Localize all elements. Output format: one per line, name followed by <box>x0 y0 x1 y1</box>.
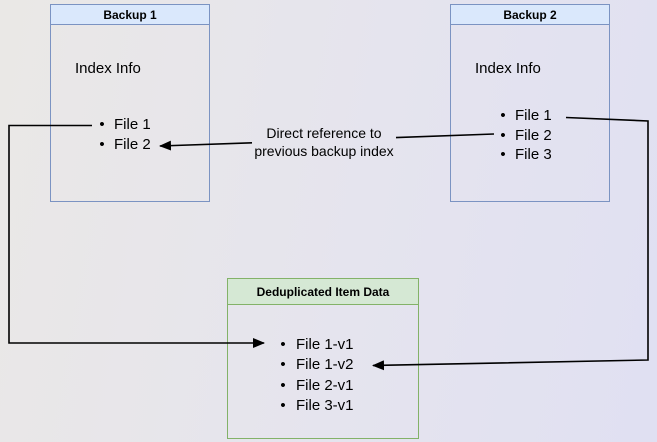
dedup-file3v1-label: File 3-v1 <box>296 396 354 414</box>
dedup-file2v1-label: File 2-v1 <box>296 376 354 394</box>
list-item: • File 1-v1 <box>228 335 418 355</box>
direct-reference-annotation: Direct reference to previous backup inde… <box>214 124 434 160</box>
bullet-icon: • <box>280 376 286 394</box>
list-item: • File 1 <box>451 106 609 126</box>
list-item: • File 2 <box>51 135 209 155</box>
list-item: • File 1 <box>51 115 209 135</box>
backup1-file2-label: File 2 <box>114 136 151 153</box>
backup1-index-info-label: Index Info <box>75 60 141 77</box>
bullet-icon: • <box>500 146 506 163</box>
annotation-line2: previous backup index <box>254 143 394 159</box>
dedup-file1v1-label: File 1-v1 <box>296 336 354 353</box>
bullet-icon: • <box>500 126 506 144</box>
annotation-line1: Direct reference to <box>266 125 382 141</box>
backup2-file3-label: File 3 <box>515 146 552 163</box>
dedup-box: Deduplicated Item Data • File 1-v1 • Fil… <box>227 278 419 439</box>
backup1-title: Backup 1 <box>51 5 209 25</box>
bullet-icon: • <box>99 136 105 153</box>
list-item: • File 1-v2 <box>228 355 418 375</box>
bullet-icon: • <box>280 356 286 374</box>
backup2-index-info-label: Index Info <box>475 60 541 77</box>
backup2-file1-label: File 1 <box>515 107 552 124</box>
dedup-title: Deduplicated Item Data <box>228 279 418 305</box>
backup2-title: Backup 2 <box>451 5 609 25</box>
dedup-file-list: • File 1-v1 • File 1-v2 • File 2-v1 • Fi… <box>228 335 418 416</box>
list-item: • File 3 <box>451 145 609 165</box>
bullet-icon: • <box>99 116 105 133</box>
backup2-file-list: • File 1 • File 2 • File 3 <box>451 106 609 165</box>
bullet-icon: • <box>280 336 286 353</box>
backup2-file2-label: File 2 <box>515 126 552 144</box>
dedup-file1v2-label: File 1-v2 <box>296 356 354 374</box>
bullet-icon: • <box>500 107 506 124</box>
backup2-box: Backup 2 Index Info • File 1 • File 2 • … <box>450 4 610 202</box>
list-item: • File 2 <box>451 126 609 146</box>
backup1-box: Backup 1 Index Info • File 1 • File 2 <box>50 4 210 202</box>
bullet-icon: • <box>280 396 286 414</box>
list-item: • File 3-v1 <box>228 396 418 416</box>
backup1-file-list: • File 1 • File 2 <box>51 115 209 155</box>
backup1-file1-label: File 1 <box>114 116 151 133</box>
list-item: • File 2-v1 <box>228 376 418 396</box>
